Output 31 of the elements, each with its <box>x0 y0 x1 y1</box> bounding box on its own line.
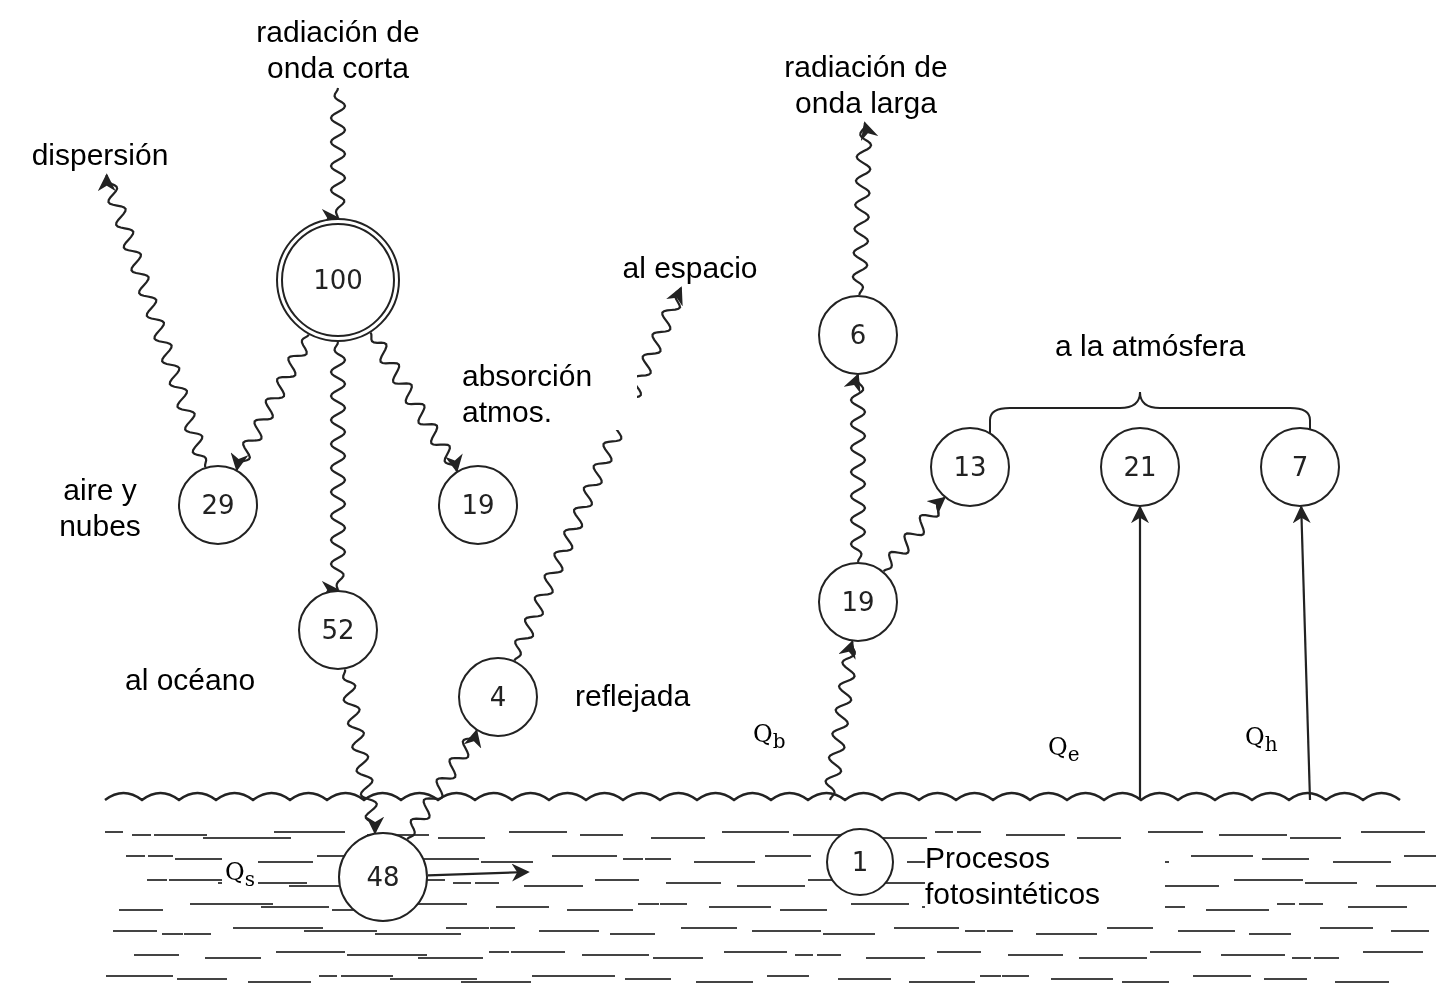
double-circle: 100 <box>276 218 400 342</box>
wavy-arrow <box>324 87 347 220</box>
wavy-arrow <box>323 341 347 592</box>
value-circle: 48 <box>338 832 428 922</box>
value-circle: 19 <box>438 465 518 545</box>
wavy-arrow <box>843 373 867 563</box>
value-circle: 52 <box>298 590 378 670</box>
arrow <box>1131 505 1149 800</box>
text-label: radiación de onda larga <box>751 47 981 123</box>
value-circle: 1 <box>826 828 894 896</box>
wavy-arrow <box>406 728 482 840</box>
value-circle: 21 <box>1100 427 1180 507</box>
value-circle: 29 <box>178 465 258 545</box>
wavy-arrow <box>882 496 946 573</box>
value-circle: 13 <box>930 427 1010 507</box>
wavy-arrow <box>230 333 310 472</box>
wavy-arrow <box>513 286 683 662</box>
arrow <box>427 863 530 882</box>
wavy-arrow <box>97 173 208 468</box>
wavy-arrow <box>824 639 856 801</box>
arrow <box>1292 505 1312 801</box>
wavy-arrow <box>851 121 879 296</box>
value-circle: 4 <box>458 657 538 737</box>
text-label: radiación de onda corta <box>223 12 453 88</box>
text-label: al espacio <box>600 248 780 288</box>
wavy-arrow <box>369 332 463 473</box>
wavy-arrow <box>342 669 385 835</box>
value-circle: 6 <box>818 295 898 375</box>
text-label: dispersión <box>15 135 185 175</box>
value-circle: 7 <box>1260 427 1340 507</box>
value-circle: 19 <box>818 562 898 642</box>
